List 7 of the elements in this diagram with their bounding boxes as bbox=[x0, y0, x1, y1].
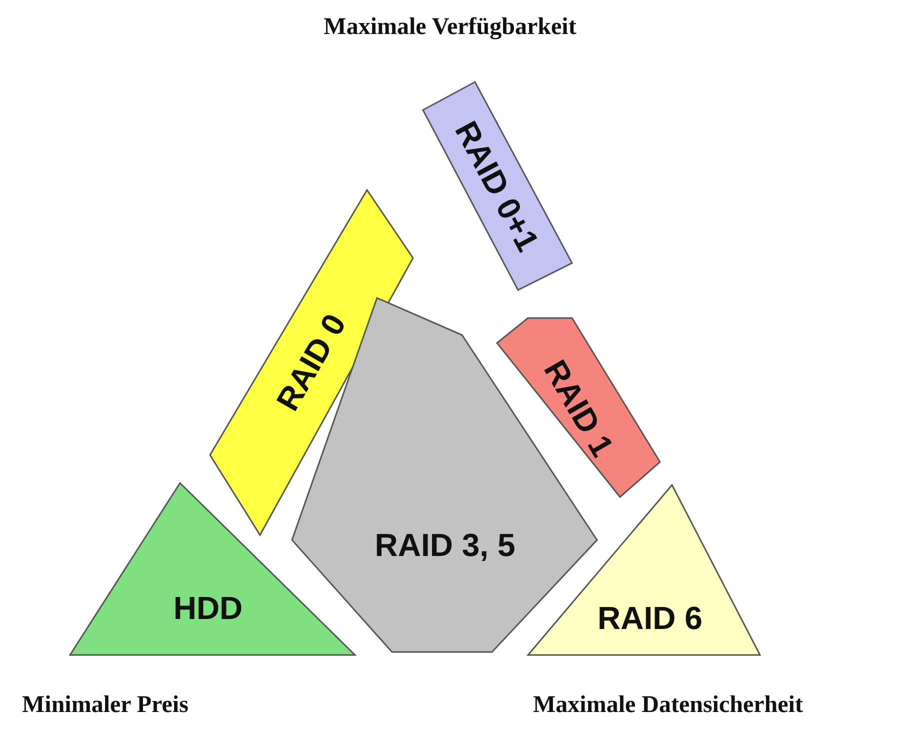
node-label: RAID 6 bbox=[598, 600, 702, 636]
node-label: HDD bbox=[173, 590, 243, 626]
node-label: RAID 0+1 bbox=[447, 114, 547, 258]
corner-label: Maximale Datensicherheit bbox=[533, 692, 803, 719]
corner-label: Maximale Verfügbarkeit bbox=[324, 14, 576, 41]
corner-label: Minimaler Preis bbox=[22, 692, 188, 719]
node-label: RAID 3, 5 bbox=[374, 526, 516, 564]
